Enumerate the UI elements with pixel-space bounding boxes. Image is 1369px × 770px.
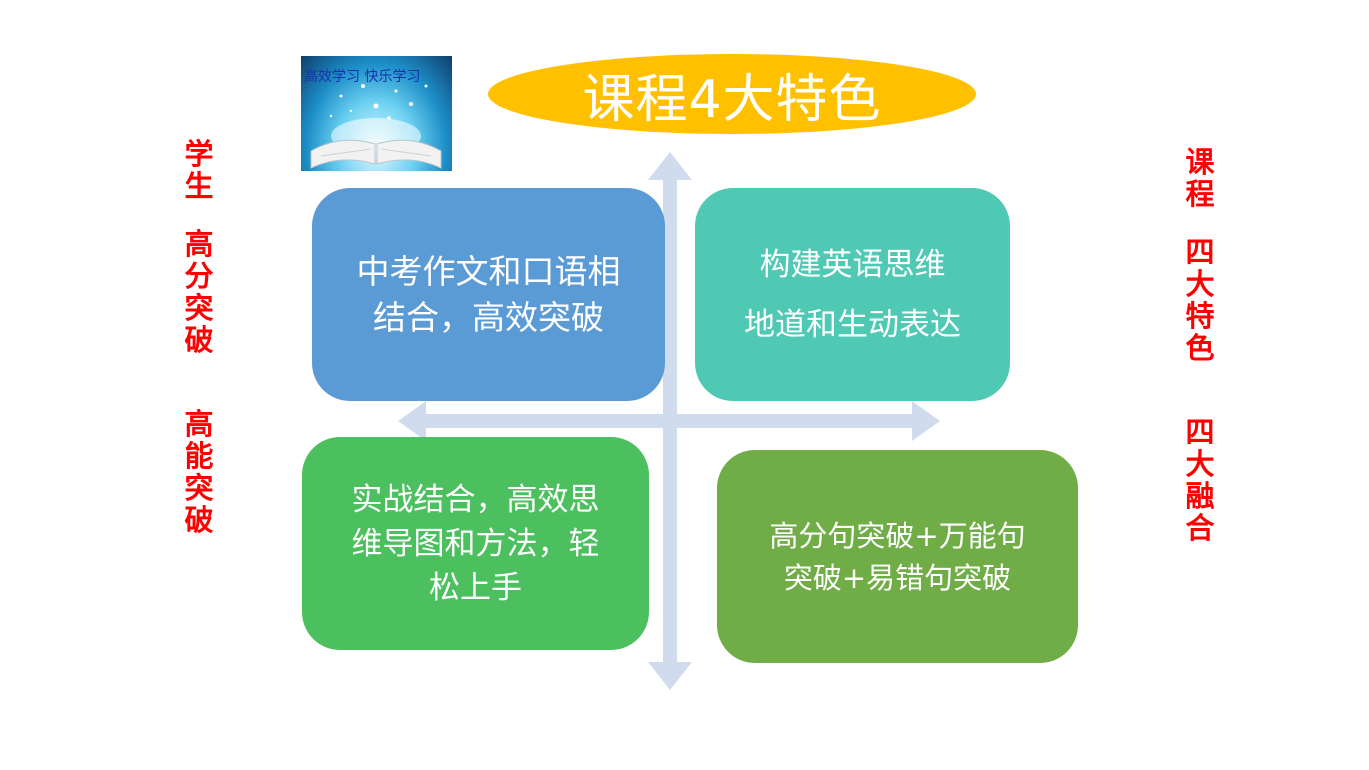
vertical-char: 色 — [1185, 331, 1215, 365]
right-caption-four-fusions: 四大融合 — [1184, 416, 1216, 544]
left-caption-student: 学生 — [183, 138, 215, 202]
vertical-char: 分 — [184, 259, 214, 293]
vertical-char: 四 — [1185, 235, 1215, 269]
vertical-char: 学 — [184, 137, 214, 171]
vertical-char: 生 — [184, 169, 214, 203]
vertical-char: 高 — [184, 227, 214, 261]
quadrant-text-line: 松上手 — [429, 569, 522, 606]
quadrant-text-line: 地道和生动表达 — [744, 306, 961, 343]
book-icon — [310, 84, 442, 169]
vertical-char: 大 — [1185, 267, 1215, 301]
quadrant-text-line: 高分句突破+万能句 — [769, 518, 1026, 553]
quadrant-text-line: 构建英语思维 — [759, 246, 946, 283]
vertical-char: 破 — [184, 323, 214, 357]
right-caption-course: 课程 — [1184, 146, 1216, 210]
quadrant-text-line: 突破+易错句突破 — [783, 560, 1012, 595]
vertical-char: 突 — [184, 471, 214, 505]
quadrant-text-line: 维导图和方法，轻 — [351, 525, 600, 562]
right-side-caption: 课程 四大特色 四大融合 — [1184, 146, 1216, 544]
quadrant-text-line: 实战结合，高效思 — [351, 481, 600, 518]
vertical-char: 能 — [184, 439, 214, 473]
quadrant-bottom-left: 实战结合，高效思 维导图和方法，轻 松上手 — [302, 437, 649, 650]
quadrant-top-left: 中考作文和口语相 结合，高效突破 — [312, 188, 665, 401]
quadrant-bottom-right: 高分句突破+万能句 突破+易错句突破 — [717, 450, 1078, 663]
vertical-char: 突 — [184, 291, 214, 325]
vertical-char: 课 — [1185, 145, 1215, 179]
vertical-char: 破 — [184, 503, 214, 537]
left-caption-high-ability: 高能突破 — [183, 408, 215, 536]
quadrant-text-line: 结合，高效突破 — [373, 297, 604, 337]
vertical-char: 融 — [1185, 479, 1215, 513]
left-caption-high-score: 高分突破 — [183, 228, 215, 356]
open-book-image: 高效学习 快乐学习 — [301, 56, 452, 171]
book-caption: 高效学习 快乐学习 — [304, 69, 421, 85]
quadrant-text-line: 中考作文和口语相 — [356, 251, 621, 291]
vertical-char: 合 — [1185, 511, 1215, 545]
right-caption-four-features: 四大特色 — [1184, 236, 1216, 364]
vertical-char: 大 — [1185, 447, 1215, 481]
title-banner: 课程4大特色 — [488, 54, 976, 134]
page-title: 课程4大特色 — [582, 69, 882, 130]
quadrant-top-right: 构建英语思维 地道和生动表达 — [695, 188, 1010, 401]
vertical-char: 高 — [184, 407, 214, 441]
vertical-char: 特 — [1185, 299, 1215, 333]
left-side-caption: 学生 高分突破 高能突破 — [183, 138, 215, 536]
vertical-char: 四 — [1185, 415, 1215, 449]
vertical-char: 程 — [1185, 177, 1215, 211]
